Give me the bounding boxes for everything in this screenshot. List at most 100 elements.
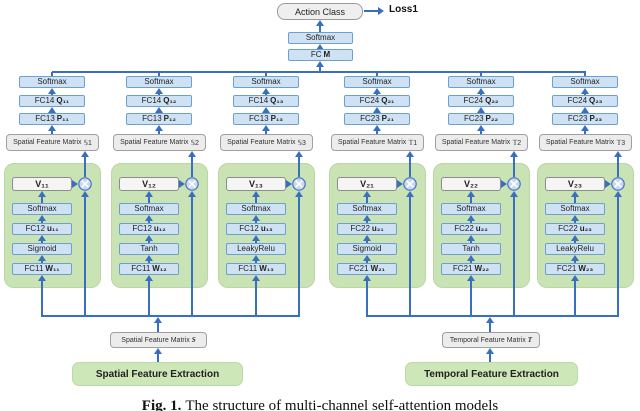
flow-line bbox=[157, 322, 159, 332]
flow-arrow bbox=[486, 317, 494, 323]
flow-line bbox=[574, 280, 576, 315]
flow-line bbox=[574, 260, 576, 263]
flow-line bbox=[319, 66, 321, 71]
flow-arrow bbox=[363, 235, 371, 241]
spatial-bus-line bbox=[41, 315, 300, 317]
flow-line bbox=[376, 130, 378, 134]
softmax-label: Softmax bbox=[560, 204, 590, 213]
flow-line bbox=[470, 240, 472, 243]
matrix-var: S bbox=[191, 336, 196, 344]
flow-arrow bbox=[155, 88, 163, 94]
flow-arrow bbox=[373, 125, 381, 131]
fc-label: FC24 bbox=[359, 96, 380, 105]
flow-arrow bbox=[145, 235, 153, 241]
flow-line bbox=[409, 156, 411, 177]
flow-arrow bbox=[501, 180, 507, 188]
fc-var: u₂₂ bbox=[475, 224, 488, 233]
flow-arrow bbox=[406, 151, 414, 157]
fc-var: W₁₂ bbox=[152, 264, 167, 273]
loss-label: Loss1 bbox=[389, 4, 418, 15]
fc-var: W₂₃ bbox=[578, 264, 594, 273]
flow-arrow bbox=[38, 215, 46, 221]
flow-line bbox=[41, 280, 43, 315]
flow-arrow bbox=[477, 125, 485, 131]
flow-arrow bbox=[467, 215, 475, 221]
flow-line bbox=[366, 280, 368, 315]
flow-arrow bbox=[286, 180, 292, 188]
flow-line bbox=[255, 260, 257, 263]
flow-line bbox=[148, 220, 150, 223]
flow-line bbox=[489, 353, 491, 362]
fc-var: W₂₁ bbox=[370, 264, 385, 273]
channel-softmax-box: Softmax bbox=[12, 203, 72, 215]
fc-label: FC21 bbox=[452, 264, 473, 273]
activation-box: Sigmoid bbox=[12, 243, 72, 255]
flow-line bbox=[617, 156, 619, 177]
fc-label: FC14 bbox=[141, 96, 162, 105]
spatial-extraction-label: Spatial Feature Extraction bbox=[95, 368, 220, 380]
flow-arrow bbox=[316, 61, 324, 67]
flow-arrow bbox=[571, 215, 579, 221]
fc-var: Q₂₃ bbox=[589, 96, 603, 105]
flow-arrow bbox=[81, 151, 89, 157]
flow-arrow bbox=[605, 180, 611, 188]
flow-line bbox=[148, 260, 150, 263]
flow-line bbox=[584, 130, 586, 134]
channel-softmax-box: Softmax bbox=[337, 203, 397, 215]
flow-line bbox=[148, 196, 150, 203]
flow-arrow bbox=[406, 191, 414, 197]
matrix-var: 𝕋1 bbox=[408, 139, 418, 147]
matrix-var: 𝕊1 bbox=[83, 139, 92, 147]
flow-arrow bbox=[38, 235, 46, 241]
v-box: V₁₃ bbox=[226, 177, 286, 191]
multiply-icon bbox=[78, 177, 92, 191]
temporal-extraction-label: Temporal Feature Extraction bbox=[424, 368, 559, 380]
activation-box: Sigmoid bbox=[337, 243, 397, 255]
caption-number: Fig. 1. bbox=[141, 398, 182, 411]
v-box: V₁₂ bbox=[119, 177, 179, 191]
flow-arrow bbox=[571, 255, 579, 261]
flow-arrow bbox=[154, 317, 162, 323]
flow-line bbox=[265, 72, 267, 76]
top-bus-line bbox=[52, 71, 586, 73]
softmax-label: Softmax bbox=[251, 77, 281, 86]
activation-label: Tanh bbox=[140, 244, 158, 253]
flow-line bbox=[265, 130, 267, 134]
flow-arrow bbox=[378, 7, 384, 15]
v-box: V₂₃ bbox=[545, 177, 605, 191]
flow-arrow bbox=[252, 235, 260, 241]
matrix-var: 𝕊3 bbox=[297, 139, 306, 147]
flow-arrow bbox=[363, 215, 371, 221]
flow-arrow bbox=[38, 191, 46, 197]
flow-line bbox=[157, 353, 159, 362]
flow-arrow bbox=[571, 275, 579, 281]
softmax-label: Softmax bbox=[466, 77, 496, 86]
flow-arrow bbox=[155, 107, 163, 113]
flow-line bbox=[298, 156, 300, 177]
matrix-label: Spatial Feature Matrix bbox=[337, 139, 407, 146]
flow-line bbox=[574, 240, 576, 243]
flow-arrow bbox=[373, 107, 381, 113]
fc-label: FC bbox=[310, 50, 322, 59]
multiply-icon bbox=[292, 177, 306, 191]
temporal-extraction-box: Temporal Feature Extraction bbox=[405, 362, 578, 386]
flow-line bbox=[298, 196, 300, 315]
fc-label: FC14 bbox=[34, 96, 55, 105]
action-class-box: Action Class bbox=[277, 3, 363, 20]
flow-line bbox=[191, 196, 193, 315]
flow-arrow bbox=[252, 255, 260, 261]
flow-line bbox=[574, 220, 576, 223]
softmax-label: Softmax bbox=[144, 77, 174, 86]
flow-arrow bbox=[145, 255, 153, 261]
v-label: V₁₁ bbox=[35, 179, 49, 189]
fc-label: FC12 bbox=[239, 224, 259, 233]
